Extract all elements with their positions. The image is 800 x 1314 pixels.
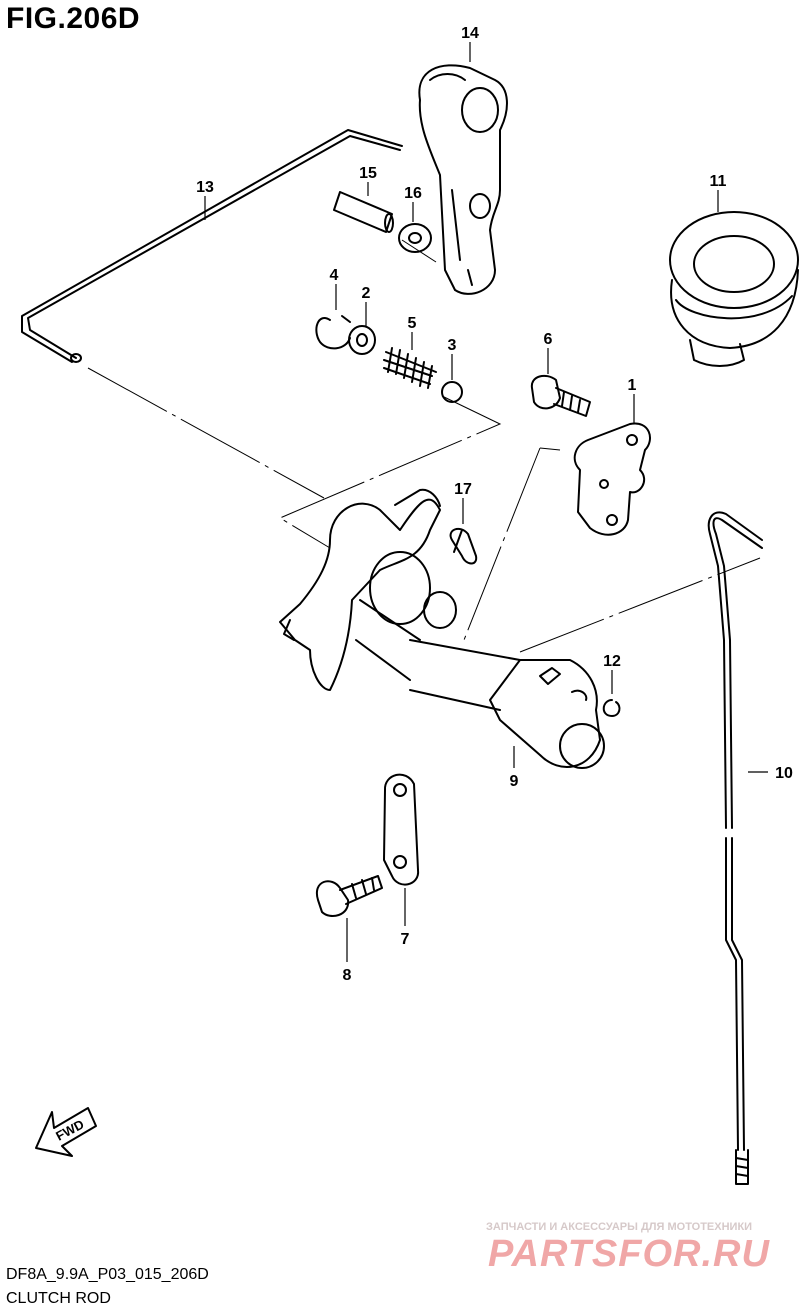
callout-7: 7 — [401, 931, 410, 948]
watermark-brand: PARTSFOR.RU — [488, 1233, 770, 1275]
part-13-rod — [21, 129, 403, 363]
part-6-bolt — [530, 374, 591, 417]
callout-13: 13 — [196, 179, 214, 196]
callout-10: 10 — [775, 765, 793, 782]
callout-16: 16 — [404, 185, 422, 202]
part-10-rod — [707, 511, 763, 1185]
part-16-washer — [398, 223, 432, 253]
part-15-pin — [333, 191, 394, 233]
fwd-arrow — [35, 1107, 97, 1157]
part-5-spring — [383, 347, 437, 389]
callout-1: 1 — [628, 377, 637, 394]
callout-4: 4 — [330, 267, 339, 284]
part-4-circlip — [315, 315, 351, 350]
callout-2: 2 — [362, 285, 371, 302]
leader-lines — [204, 42, 768, 962]
callout-8: 8 — [343, 967, 352, 984]
callout-17: 17 — [454, 481, 472, 498]
callout-14: 14 — [461, 25, 479, 42]
figure-code: DF8A_9.9A_P03_015_206D — [6, 1266, 209, 1283]
watermark-tagline: ЗАПЧАСТИ И АКСЕССУАРЫ ДЛЯ МОТОТЕХНИКИ — [486, 1221, 753, 1233]
callout-3: 3 — [448, 337, 457, 354]
part-11-grommet — [669, 211, 799, 367]
figure-name: CLUTCH ROD — [6, 1290, 111, 1307]
part-3-ball — [441, 381, 463, 403]
callout-11: 11 — [710, 173, 727, 190]
part-8-bolt — [315, 875, 383, 917]
part-2-washer — [348, 325, 376, 355]
callout-5: 5 — [408, 315, 417, 332]
callout-6: 6 — [544, 331, 553, 348]
figure-title: FIG.206D — [6, 2, 141, 35]
callout-12: 12 — [603, 653, 621, 670]
assembly-lines — [87, 239, 761, 653]
part-9-shaft — [279, 488, 605, 769]
part-1-plate — [573, 422, 651, 536]
part-17-cotter-pin — [449, 527, 478, 565]
callout-9: 9 — [510, 773, 519, 790]
callout-15: 15 — [359, 165, 377, 182]
part-14-lever — [418, 64, 508, 295]
callout-numbers: 1 2 3 4 5 6 7 8 9 10 11 12 13 14 15 16 1… — [196, 25, 793, 984]
fwd-label: FWD — [53, 1116, 86, 1143]
part-12-clip — [602, 699, 621, 717]
part-7-link — [383, 773, 420, 886]
